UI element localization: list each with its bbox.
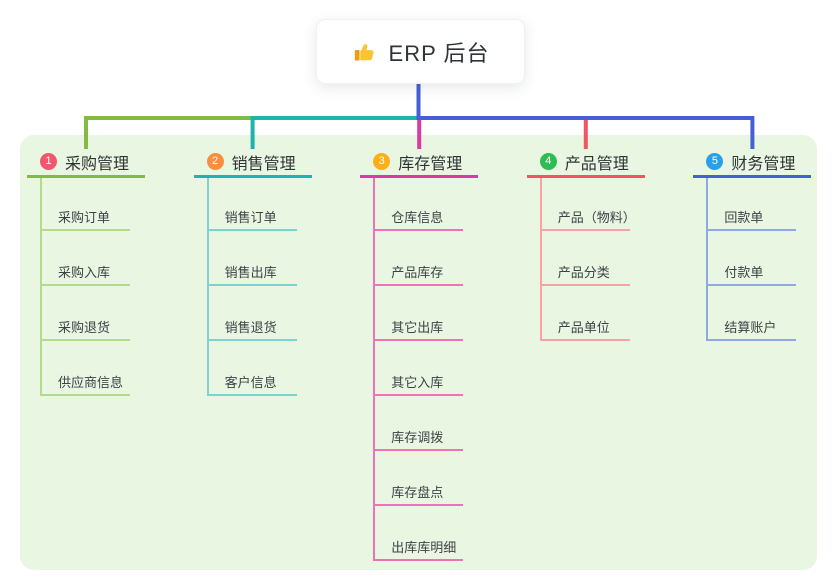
- child-node-label: 出库库明细: [391, 540, 457, 555]
- branch-node[interactable]: 5 财务管理: [693, 148, 812, 178]
- child-node-label: 采购订单: [58, 210, 111, 225]
- branch-node[interactable]: 2 销售管理: [193, 148, 312, 178]
- child-node[interactable]: 销售订单: [206, 202, 297, 231]
- child-node-label: 供应商信息: [58, 375, 124, 390]
- child-node[interactable]: 采购退货: [40, 312, 130, 341]
- child-node[interactable]: 采购订单: [40, 202, 130, 231]
- branch-trunk-line: [706, 178, 709, 341]
- branch-trunk-line: [206, 178, 209, 396]
- child-node[interactable]: 采购入库: [40, 257, 130, 286]
- branch-node[interactable]: 4 产品管理: [526, 148, 645, 178]
- child-node[interactable]: 产品（物料）: [539, 202, 636, 231]
- child-node[interactable]: 销售出库: [206, 257, 297, 286]
- branch-label: 采购管理: [65, 155, 130, 173]
- child-node[interactable]: 其它出库: [373, 312, 464, 341]
- child-node[interactable]: 仓库信息: [373, 202, 464, 231]
- child-node[interactable]: 付款单: [706, 257, 797, 286]
- child-node-label: 回款单: [724, 210, 764, 225]
- child-node[interactable]: 库存盘点: [373, 477, 464, 506]
- branch-trunk-line: [539, 178, 542, 341]
- child-node[interactable]: 产品单位: [539, 312, 630, 341]
- child-node-label: 付款单: [724, 265, 764, 280]
- branch-number-badge: 2: [206, 153, 224, 170]
- child-node[interactable]: 产品分类: [539, 257, 630, 286]
- child-node[interactable]: 库存调拨: [373, 422, 464, 451]
- child-node-label: 销售退货: [224, 320, 277, 335]
- child-node-label: 采购入库: [58, 265, 111, 280]
- child-node[interactable]: 结算账户: [706, 312, 797, 341]
- child-node-label: 产品单位: [557, 320, 610, 335]
- child-node-label: 产品分类: [557, 265, 610, 280]
- branch-trunk-line: [40, 178, 42, 396]
- child-node-label: 其它出库: [391, 320, 444, 335]
- child-node[interactable]: 产品库存: [373, 257, 464, 286]
- child-node-label: 客户信息: [224, 375, 277, 390]
- child-node-label: 其它入库: [391, 375, 444, 390]
- child-node[interactable]: 出库库明细: [373, 532, 464, 561]
- child-node-label: 库存盘点: [391, 485, 444, 500]
- branch-label: 产品管理: [564, 155, 629, 173]
- child-node[interactable]: 销售退货: [206, 312, 297, 341]
- branch-label: 销售管理: [231, 155, 296, 173]
- branch-node[interactable]: 3 库存管理: [360, 148, 479, 178]
- child-node-label: 产品库存: [391, 265, 444, 280]
- child-node[interactable]: 回款单: [706, 202, 797, 231]
- branch-number-badge: 1: [40, 153, 57, 170]
- branch-number-badge: 3: [373, 153, 391, 170]
- child-node-label: 采购退货: [58, 320, 111, 335]
- branch-label: 财务管理: [731, 155, 796, 173]
- child-node[interactable]: 供应商信息: [40, 367, 130, 396]
- child-node-label: 结算账户: [724, 320, 777, 335]
- branch-number-badge: 4: [539, 153, 557, 170]
- thumbs-up-icon: [352, 39, 378, 65]
- child-node-label: 销售出库: [224, 265, 277, 280]
- branch-trunk-line: [373, 178, 376, 561]
- child-node-label: 仓库信息: [391, 210, 444, 225]
- branch-number-badge: 5: [706, 153, 724, 170]
- branch-label: 库存管理: [398, 155, 463, 173]
- child-node[interactable]: 客户信息: [206, 367, 297, 396]
- root-label: ERP 后台: [388, 40, 490, 66]
- root-node[interactable]: ERP 后台: [316, 19, 525, 84]
- child-node[interactable]: 其它入库: [373, 367, 464, 396]
- child-node-label: 库存调拨: [391, 430, 444, 445]
- child-node-label: 产品（物料）: [557, 210, 636, 225]
- branch-node[interactable]: 1 采购管理: [27, 148, 145, 178]
- branches-panel: [20, 135, 817, 570]
- child-node-label: 销售订单: [224, 210, 277, 225]
